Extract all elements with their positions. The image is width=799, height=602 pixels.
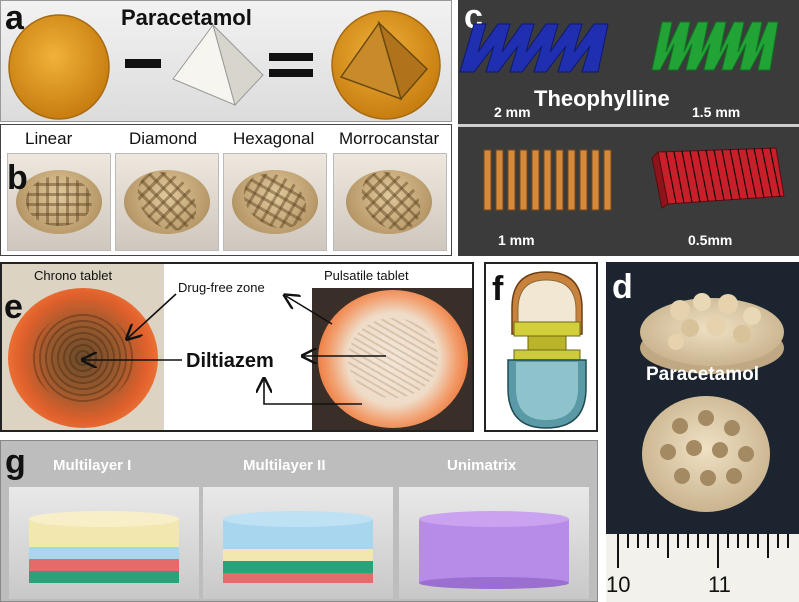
arrow-from-pulsatile-base (264, 380, 362, 405)
tablet-photo-hexagonal (223, 153, 327, 251)
label-hexagonal: Hexagonal (233, 129, 315, 148)
theophylline-zigzag-models (459, 21, 785, 211)
panel-e: Chrono tablet Pulsatile tablet Drug-free… (0, 262, 474, 432)
arrow-to-chrono-rim (128, 293, 177, 338)
panel-g-letter: g (5, 443, 26, 481)
capsule-cross-section (507, 271, 587, 429)
diltiazem-label: Diltiazem (186, 350, 274, 372)
tablet-photo-linear (7, 153, 111, 251)
label-diamond: Diamond (129, 129, 198, 148)
ruler (606, 534, 799, 602)
panel-a-letter: a (5, 0, 24, 37)
pulsatile-tablet-photo (312, 288, 472, 430)
label-linear: Linear (25, 129, 73, 148)
panel-b-letter: b (7, 159, 28, 197)
panel-a-title: Paracetamol (121, 5, 252, 30)
panel-d-letter: d (612, 268, 633, 306)
tablet-photo-diamond (115, 153, 219, 251)
panel-e-arrows (2, 264, 386, 405)
panel-e-letter: e (4, 288, 23, 326)
chrono-tablet-photo (2, 264, 164, 430)
tablet-photo-morrocanstar (333, 153, 447, 251)
panel-g: g Multilayer I Multilayer II Unimatrix (0, 440, 598, 602)
pyramid-cavity (339, 20, 429, 101)
panel-b: Linear Diamond Hexagonal Morrocanstar b (0, 124, 452, 256)
panel-f-letter: f (492, 270, 504, 308)
tablet-bottom (642, 396, 770, 512)
panel-c-title: Theophylline (534, 86, 670, 111)
zigzag-green-1.5mm (651, 21, 779, 71)
chrono-tablet-label: Chrono tablet (34, 268, 113, 283)
size-label-1.5mm: 1.5 mm (692, 104, 741, 120)
multilayer-2-model (203, 487, 393, 599)
panel-f: f (484, 262, 598, 432)
ruler-label-11: 11 (708, 572, 731, 597)
size-label-2mm: 2 mm (494, 104, 531, 120)
equals-sign-top (269, 53, 313, 61)
zigzag-orange-1mm (483, 149, 612, 211)
paracetamol-tablets-photo (606, 293, 799, 602)
label-multilayer-1: Multilayer I (53, 457, 132, 474)
panel-c-divider (458, 124, 799, 127)
panel-d-label: Paracetamol (646, 364, 760, 385)
pyramid-insert (172, 23, 264, 106)
panel-a: a Paracetamol (0, 0, 452, 122)
tablet-disc-left (8, 14, 110, 120)
tablet-top (640, 293, 784, 374)
minus-sign (125, 59, 161, 68)
size-label-1mm: 1 mm (498, 232, 535, 248)
zigzag-blue-2mm (459, 23, 609, 73)
arrow-to-pulsatile-rim (286, 296, 333, 325)
label-morrocanstar: Morrocanstar (339, 129, 440, 148)
size-label-0.5mm: 0.5mm (688, 232, 733, 248)
pulsatile-tablet-label: Pulsatile tablet (324, 268, 409, 283)
label-multilayer-2: Multilayer II (243, 457, 326, 474)
panel-d: d (606, 262, 799, 602)
panel-c: c Theophylline 2 mm (458, 0, 799, 256)
paracetamol-equation-illustration (8, 10, 441, 120)
label-unimatrix: Unimatrix (447, 457, 517, 474)
ruler-ticks (617, 534, 789, 568)
unimatrix-model (399, 487, 589, 599)
multilayer-1-model (9, 487, 199, 599)
drug-free-zone-label: Drug-free zone (178, 280, 265, 295)
ruler-label-10: 10 (606, 572, 631, 597)
equals-sign-bottom (269, 69, 313, 77)
